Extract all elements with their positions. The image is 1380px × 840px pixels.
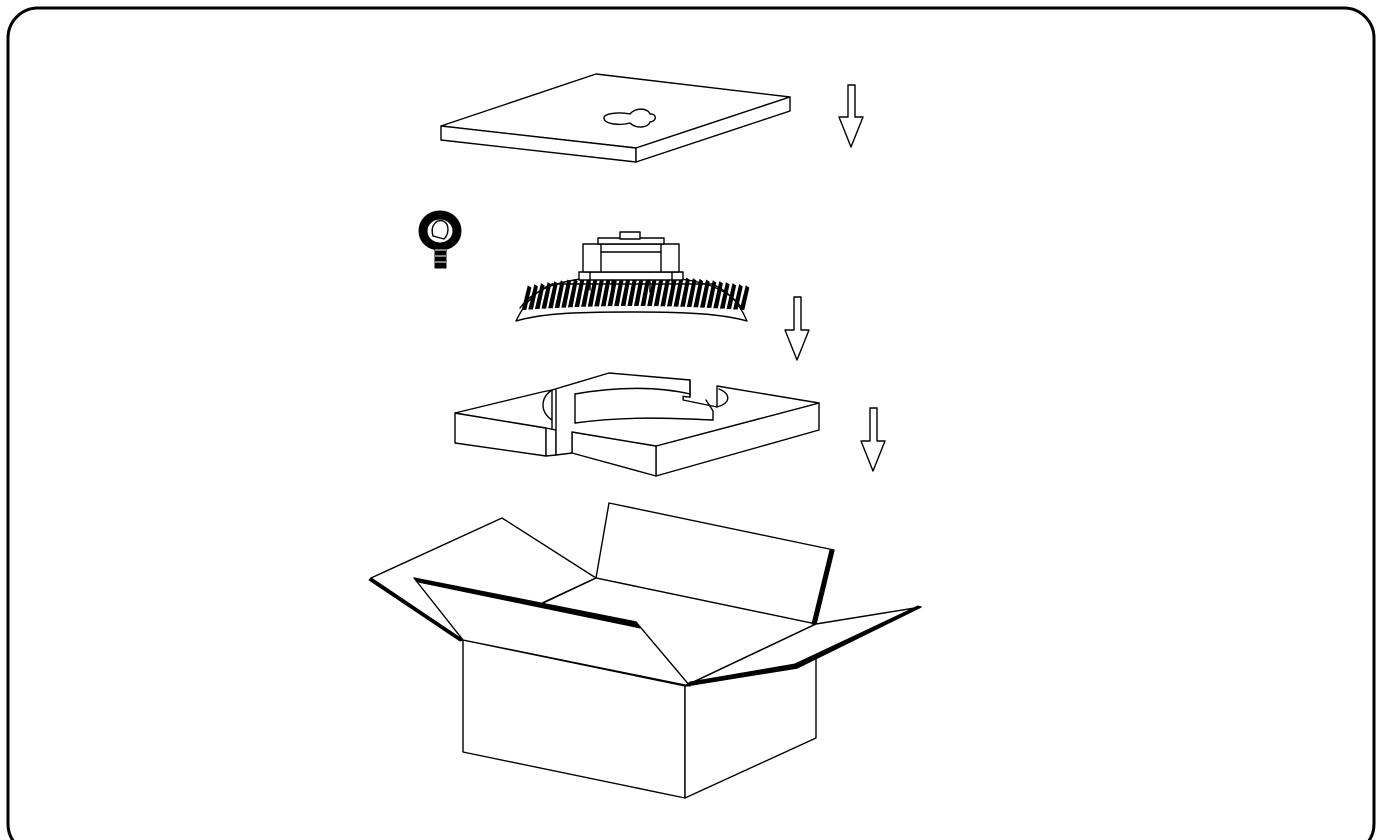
open-carton-box [369,503,921,798]
down-arrow-icon [839,85,863,147]
foam-insert [455,373,819,476]
foam-lid [441,74,790,162]
eye-bolt-icon [419,211,461,268]
down-arrow-icon [861,408,885,471]
down-arrow-icon [785,297,809,360]
ufo-high-bay-light [516,232,749,321]
